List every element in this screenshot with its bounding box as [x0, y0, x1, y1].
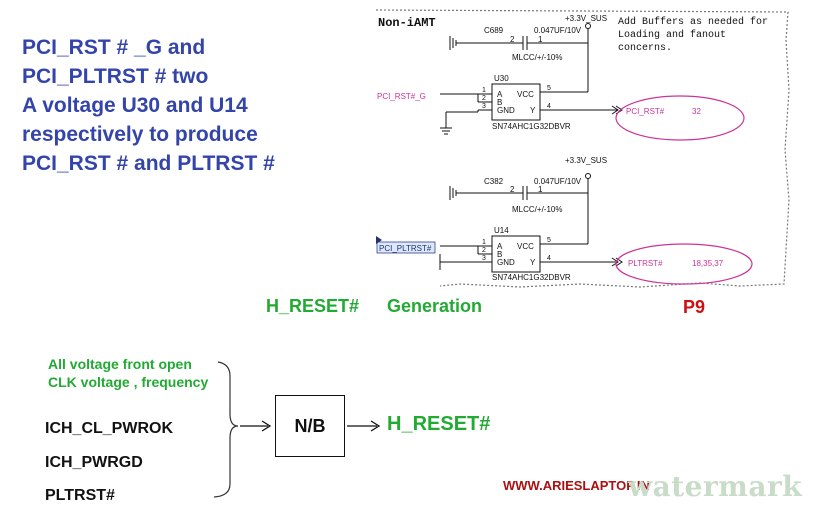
u14-cap-ref: C382 [484, 177, 504, 186]
u30-output-net: PCI_RST# [626, 107, 665, 116]
u14-pin-y: Y [530, 258, 536, 267]
description-title: PCI_RST # _G and PCI_PLTRST # two A volt… [22, 33, 352, 178]
u30-rail: +3.3V_SUS [565, 14, 607, 23]
u14-pin-num-y: 4 [547, 255, 551, 262]
u14-pin-a: A [497, 242, 503, 251]
u14-pin-vcc: VCC [517, 242, 534, 251]
schematic-note-line: concerns. [618, 43, 672, 54]
u30-pin-b: B [497, 98, 502, 107]
u14-cap-value: 0.047UF/10V [534, 177, 582, 186]
schematic-note-line: Loading and fanout [618, 29, 726, 41]
u30-pin-y: Y [530, 106, 536, 115]
u30-cap-ref: C689 [484, 26, 504, 35]
u14-pin-b: B [497, 250, 502, 259]
circuit-u30 [440, 23, 623, 135]
u30-pin-a: A [497, 90, 503, 99]
u30-output-page: 32 [692, 107, 701, 116]
u30-pin-gnd: GND [497, 106, 515, 115]
watermark: watermark [628, 470, 803, 503]
u14-cap-type: MLCC/+/-10% [512, 205, 562, 214]
h-reset-output: H_RESET# [387, 413, 491, 435]
north-bridge-box: N/B [275, 395, 345, 457]
u30-input-net: PCI_RST#_G [377, 92, 426, 101]
u14-output-page: 18,35,37 [692, 259, 724, 268]
u30-cap-pin-right: 1 [538, 35, 543, 44]
u30-pin-vcc: VCC [517, 90, 534, 99]
u14-ic-part: SN74AHC1G32DBVR [492, 273, 571, 282]
north-bridge-label: N/B [294, 415, 326, 436]
highlight-ellipse-pci-rst [615, 95, 745, 141]
schematic-frame [375, 9, 790, 288]
signal-ich-cl-pwrok: ICH_CL_PWROK [45, 420, 174, 437]
u14-input-net: PCI_PLTRST# [379, 244, 432, 253]
u14-pin-num-a: 1 [482, 239, 486, 246]
u30-cap-value: 0.047UF/10V [534, 26, 582, 35]
u30-pin-num-b: 2 [482, 95, 486, 102]
title-line: PCI_RST # _G and [22, 36, 206, 59]
arrow-from-nb [347, 420, 381, 432]
signal-pltrst: PLTRST# [45, 487, 115, 504]
title-line: A voltage U30 and U14 [22, 94, 248, 117]
title-line: PCI_RST # and PLTRST # [22, 152, 275, 175]
highlight-ellipse-pltrst [615, 243, 753, 285]
u14-input-marker [376, 236, 382, 244]
u14-cap-pin-left: 2 [510, 185, 515, 194]
u14-input-net-highlight [376, 241, 436, 254]
u14-pin-num-gnd: 3 [482, 255, 486, 262]
site-url: WWW.ARIESLAPTOP.IN [503, 478, 650, 493]
u30-pin-num-y: 4 [547, 103, 551, 110]
u14-ic-ref: U14 [494, 226, 509, 235]
schematic-note-line: Add Buffers as needed for [618, 16, 768, 28]
title-line: respectively to produce [22, 123, 258, 146]
u14-output-net: PLTRST# [628, 259, 663, 268]
signal-ich-pwrgd: ICH_PWRGD [45, 454, 143, 471]
u14-pin-num-b: 2 [482, 247, 486, 254]
u30-ic-ref: U30 [494, 74, 509, 83]
u30-pin-num-vcc: 5 [547, 85, 551, 92]
u30-pin-num-gnd: 3 [482, 103, 486, 110]
condition-note-line: All voltage front open [48, 356, 192, 372]
u30-cap-pin-left: 2 [510, 35, 515, 44]
u30-cap-type: MLCC/+/-10% [512, 53, 562, 62]
schematic-header: Non-iAMT [378, 16, 436, 30]
u30-ic-part: SN74AHC1G32DBVR [492, 122, 571, 131]
title-line: PCI_PLTRST # two [22, 65, 209, 88]
page-label-p9: P9 [683, 297, 706, 317]
condition-note-line: CLK voltage , frequency [48, 374, 209, 390]
input-brace [213, 361, 239, 498]
h-reset-label: H_RESET# [266, 296, 360, 316]
generation-label: Generation [387, 296, 483, 316]
u14-rail: +3.3V_SUS [565, 156, 607, 165]
u14-pin-num-vcc: 5 [547, 237, 551, 244]
u30-pin-num-a: 1 [482, 87, 486, 94]
u14-pin-gnd: GND [497, 258, 515, 267]
u14-cap-pin-right: 1 [538, 185, 543, 194]
circuit-u14 [439, 173, 623, 273]
arrow-to-nb [240, 420, 272, 432]
